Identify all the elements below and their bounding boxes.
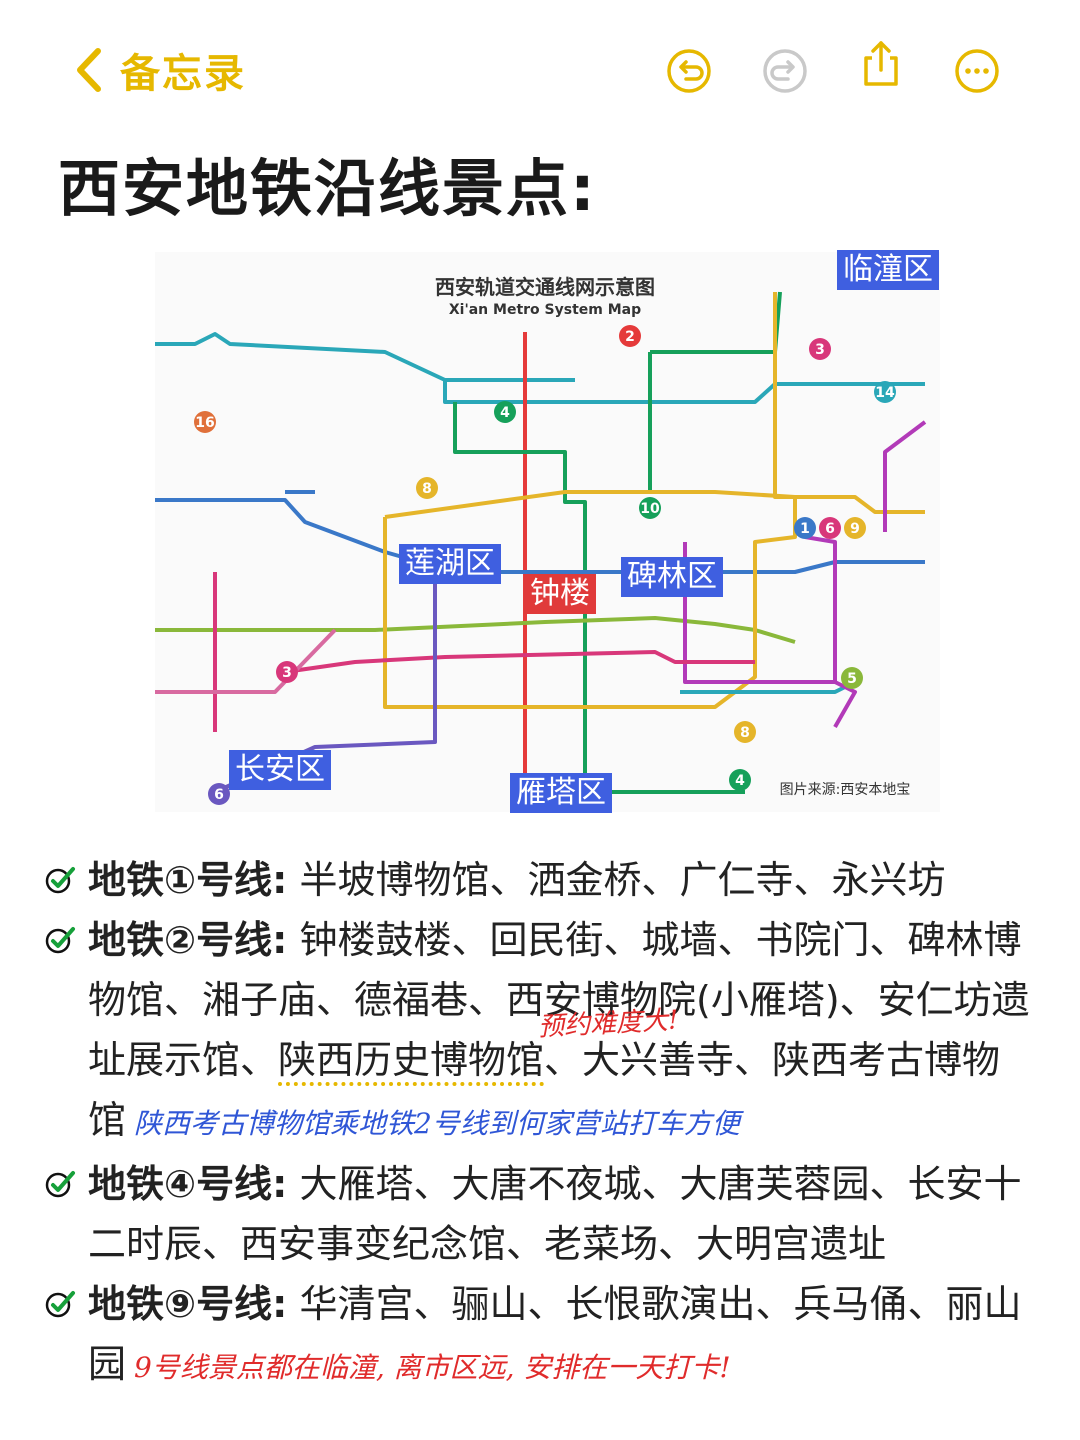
district-label-lintong: 临潼区 — [837, 250, 939, 290]
map-line-number: 9 — [850, 521, 860, 537]
map-line-number: 3 — [282, 665, 292, 681]
highlighted-attraction: 陕西历史博物馆 — [278, 1038, 545, 1086]
checkmark-icon — [45, 1291, 75, 1318]
attractions-text: 大雁塔、大唐不夜城、大唐芙蓉园、长安十二时辰、西安事变纪念馆、老菜场、大明宫遗址 — [88, 1162, 1022, 1266]
district-label-beilin: 碑林区 — [621, 557, 723, 597]
chevron-left-icon — [77, 48, 101, 92]
checkmark-icon — [45, 927, 75, 954]
map-line-number: 6 — [214, 787, 224, 803]
checkmark-icon — [45, 1171, 75, 1198]
map-source: 图片来源:西安本地宝 — [780, 782, 911, 798]
share-icon[interactable] — [858, 40, 904, 86]
map-line-number: 2 — [625, 329, 635, 345]
redo-icon[interactable] — [762, 48, 808, 94]
map-line-number: 8 — [740, 725, 750, 741]
map-line-number: 4 — [735, 773, 745, 789]
note-body: 地铁①号线: 半坡博物馆、洒金桥、广仁寺、永兴坊 地铁②号线: 钟楼鼓楼、回民街… — [44, 850, 1034, 1398]
map-subtitle: Xi'an Metro System Map — [449, 302, 641, 318]
map-line-number: 8 — [422, 481, 432, 497]
map-line-number: 6 — [825, 521, 835, 537]
map-line-number: 1 — [800, 521, 810, 537]
line-heading: 地铁①号线: — [88, 858, 288, 902]
checklist-item: 地铁②号线: 钟楼鼓楼、回民街、城墙、书院门、碑林博物馆、湘子庙、德福巷、西安博… — [44, 910, 1034, 1154]
more-icon[interactable] — [954, 48, 1000, 94]
handwritten-note-blue: 陕西考古博物馆乘地铁2号线到何家营站打车方便 — [134, 1107, 740, 1140]
district-label-changan: 长安区 — [229, 750, 331, 790]
map-line-number: 5 — [847, 671, 857, 687]
handwritten-note-red: 预约难度大! — [537, 1005, 680, 1043]
metro-map-image: 西安轨道交通线网示意图 Xi'an Metro System Map — [155, 252, 940, 812]
undo-icon[interactable] — [666, 48, 712, 94]
checklist-item: 地铁①号线: 半坡博物馆、洒金桥、广仁寺、永兴坊 — [44, 850, 1034, 910]
district-label-lianhu: 莲湖区 — [399, 544, 501, 584]
line-heading: 地铁②号线: — [88, 918, 288, 962]
map-line-number: 3 — [815, 342, 825, 358]
map-title: 西安轨道交通线网示意图 — [435, 275, 655, 299]
line-heading: 地铁④号线: — [88, 1162, 288, 1206]
map-line-number: 4 — [500, 405, 510, 421]
toolbar: 备忘录 — [0, 0, 1080, 140]
back-button[interactable]: 备忘录 — [72, 40, 246, 100]
note-title: 西安地铁沿线景点: — [58, 152, 597, 225]
map-line-number: 14 — [875, 385, 895, 401]
line-heading: 地铁⑨号线: — [88, 1282, 288, 1326]
map-line-number: 16 — [195, 415, 214, 431]
attractions-text: 、大兴善寺、陕西考古博物馆 — [88, 1038, 1001, 1142]
attractions-text: 半坡博物馆、洒金桥、广仁寺、永兴坊 — [287, 858, 946, 902]
attractions-text: 华清宫、骊山、长恨歌演出、兵马俑、丽山园 — [88, 1282, 1022, 1386]
handwritten-note-red: 9号线景点都在临潼, 离市区远, 安排在一天打卡! — [134, 1351, 731, 1384]
checkmark-icon — [45, 867, 75, 894]
checklist-item: 地铁④号线: 大雁塔、大唐不夜城、大唐芙蓉园、长安十二时辰、西安事变纪念馆、老菜… — [44, 1154, 1034, 1274]
back-label: 备忘录 — [120, 51, 246, 97]
district-label-yanta: 雁塔区 — [510, 773, 612, 813]
landmark-label-zhonglou: 钟楼 — [524, 574, 596, 614]
map-line-number: 10 — [640, 501, 660, 517]
attractions-text: 钟楼鼓楼、回民街、城墙、书院门、碑林博物馆、湘子庙、德福巷、西安博物院(小雁塔)… — [88, 918, 1030, 1082]
